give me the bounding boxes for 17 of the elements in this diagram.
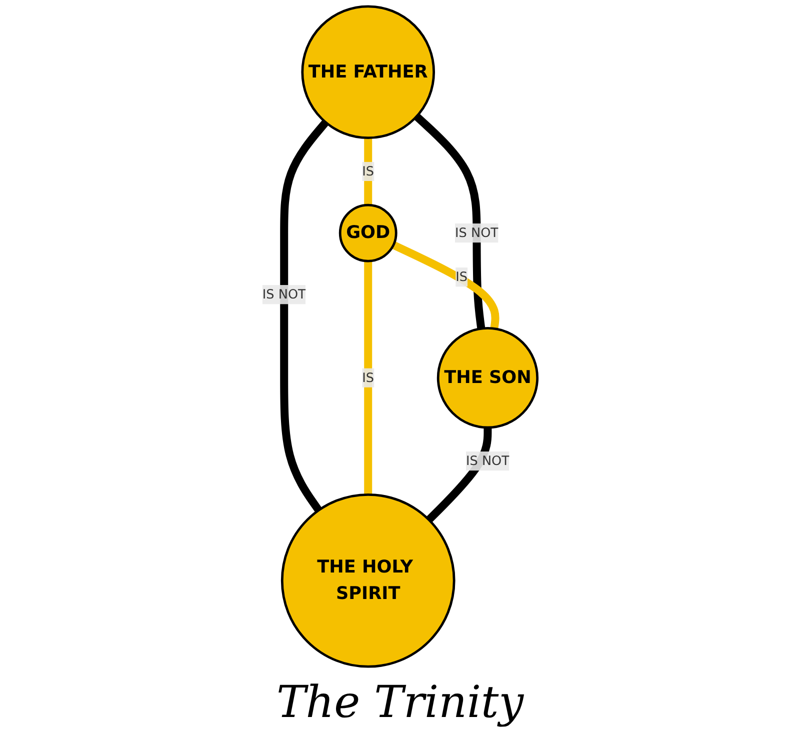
connector	[280, 120, 329, 513]
caption: The Trinity	[276, 677, 524, 728]
edge-label: IS	[362, 370, 374, 386]
node-circle: THE FATHER	[301, 5, 436, 140]
connector	[392, 241, 500, 330]
node-circle: THE HOLY SPIRIT	[281, 493, 456, 668]
connector	[364, 138, 372, 206]
edge-label: IS	[456, 269, 468, 284]
connector	[426, 427, 492, 523]
edge-label: IS NOT	[466, 453, 510, 468]
connector	[364, 261, 372, 495]
edge-label: IS	[362, 163, 374, 179]
edge-label: IS NOT	[455, 225, 499, 240]
node-circle: GOD	[339, 204, 398, 262]
edge-label: IS NOT	[262, 286, 306, 302]
node-circle: THE SON	[437, 327, 539, 429]
connector	[414, 114, 486, 330]
